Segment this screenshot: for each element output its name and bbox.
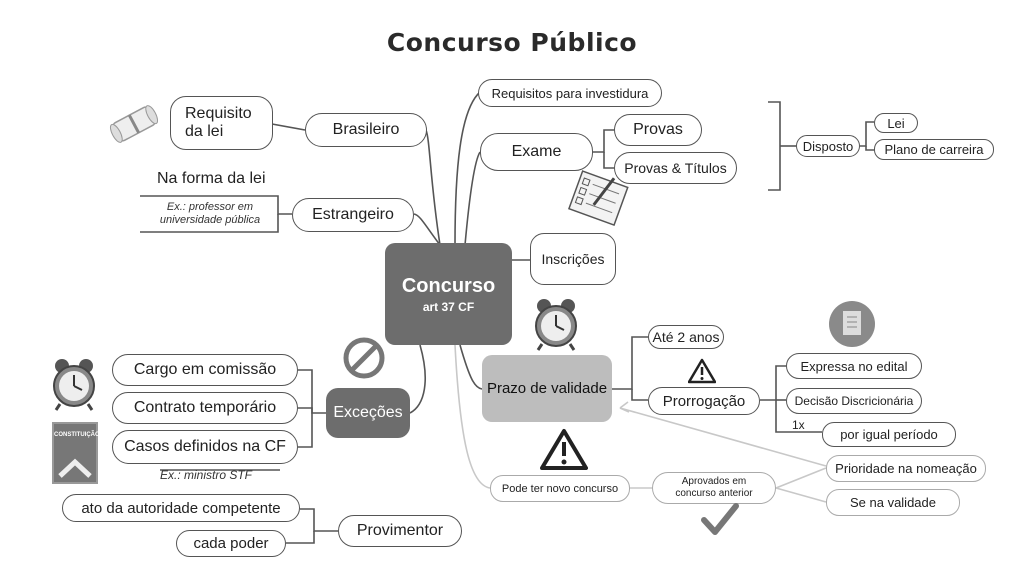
prioridade-node: Prioridade na nomeação: [826, 455, 986, 482]
estrangeiro-example: Ex.: professor em universidade pública: [159, 201, 261, 226]
document-icon: [829, 301, 875, 347]
constitution-book-label: CONSTITUIÇÃO: [54, 432, 100, 438]
center-title: Concurso: [401, 274, 496, 297]
checkmark-icon: [701, 503, 739, 535]
requisitos-node: Requisitos para investidura: [478, 79, 662, 107]
exame-node: Exame: [480, 133, 593, 171]
prohibited-icon: [343, 337, 385, 379]
aprovados-label: Aprovados em concurso anterior: [675, 476, 753, 499]
page-title: Concurso Público: [386, 28, 638, 57]
brasileiro-node: Brasileiro: [305, 113, 427, 147]
warning-icon: [688, 358, 716, 384]
lei-node: Lei: [874, 113, 918, 133]
book-cover-chevron-icon: [58, 458, 92, 478]
alarm-clock-icon: [535, 299, 577, 351]
warning-icon: [540, 429, 588, 470]
contrato-temporario-node: Contrato temporário: [112, 392, 298, 424]
se-na-validade-node: Se na validade: [826, 489, 960, 516]
diploma-icon: [109, 105, 159, 143]
decisao-discricionaria-node: Decisão Discricionária: [786, 388, 922, 414]
cada-poder-node: cada poder: [176, 530, 286, 557]
expressa-edital-node: Expressa no edital: [786, 353, 922, 379]
disposto-node: Disposto: [796, 135, 860, 157]
uma-vez-text: 1x: [792, 418, 805, 432]
prazo-validade-node: Prazo de validade: [482, 355, 612, 422]
requisito-label: Requisito da lei: [185, 105, 252, 140]
excecoes-example: Ex.: ministro STF: [160, 469, 252, 482]
checklist-icon: [567, 170, 629, 227]
ate-2-anos-node: Até 2 anos: [648, 325, 724, 349]
center-subtitle: art 37 CF: [422, 299, 475, 314]
aprovados-node: Aprovados em concurso anterior: [652, 472, 776, 504]
prorrogacao-node: Prorrogação: [648, 387, 760, 415]
estrangeiro-node: Estrangeiro: [292, 198, 414, 232]
inscricoes-node: Inscrições: [530, 233, 616, 285]
cargo-comissao-node: Cargo em comissão: [112, 354, 298, 386]
excecoes-node: Exceções: [326, 388, 410, 438]
ato-autoridade-node: ato da autoridade competente: [62, 494, 300, 522]
igual-periodo-node: por igual período: [822, 422, 956, 447]
excecoes-example-text: Ex.: ministro STF: [160, 468, 253, 482]
requisito-node: Requisito da lei: [170, 96, 273, 150]
novo-concurso-node: Pode ter novo concurso: [490, 475, 630, 502]
constitution-book-icon: CONSTITUIÇÃO: [52, 422, 100, 484]
plano-carreira-node: Plano de carreira: [874, 139, 994, 160]
provas-titulos-node: Provas & Títulos: [614, 152, 737, 184]
alarm-clock-icon: [53, 359, 95, 411]
casos-cf-node: Casos definidos na CF: [112, 430, 298, 464]
forma-da-lei-text: Na forma da lei: [157, 170, 266, 187]
provas-node: Provas: [614, 114, 702, 146]
center-node: Concurso art 37 CF: [385, 243, 512, 345]
provimentor-node: Provimentor: [338, 515, 462, 547]
